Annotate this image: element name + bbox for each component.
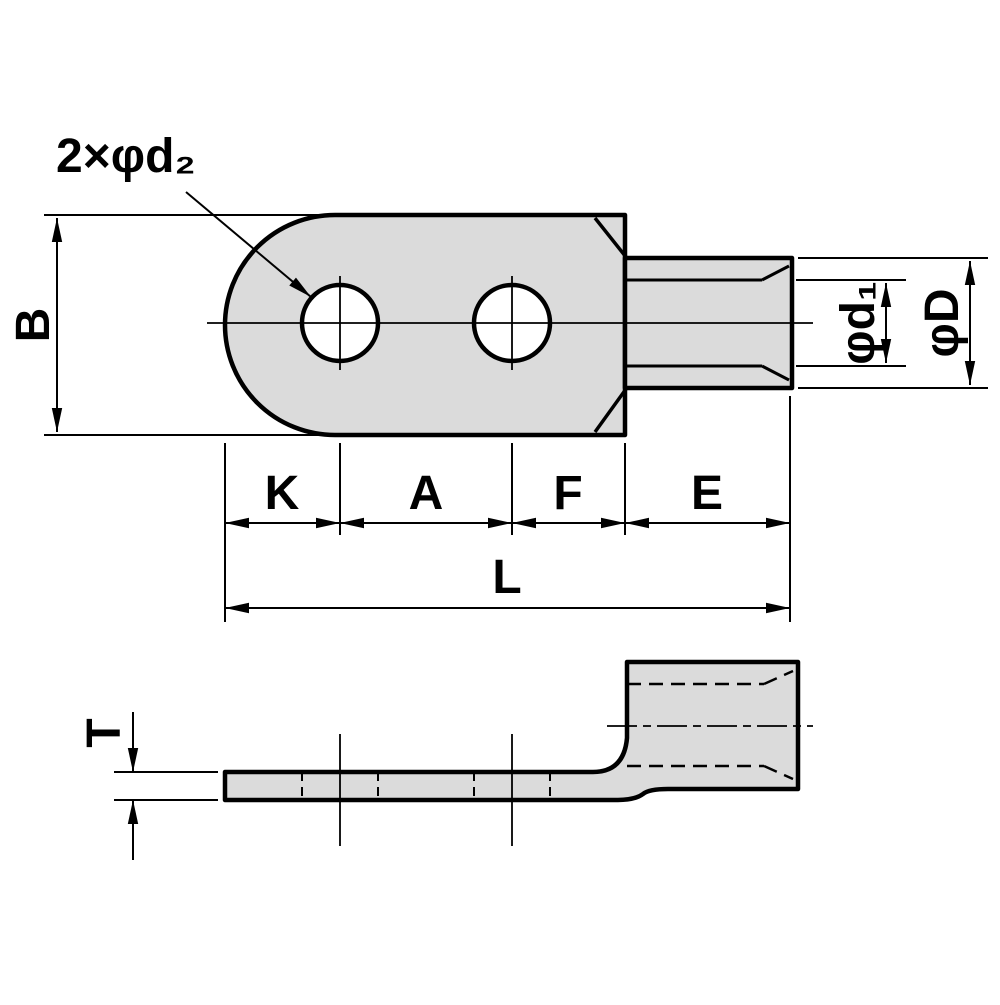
hidden-flare-bottom xyxy=(763,764,794,781)
hidden-flare-top xyxy=(763,669,794,686)
dim-label-B: B xyxy=(7,308,60,343)
dim-label-L: L xyxy=(492,551,521,604)
top-view-dimensions: B 2×φd₂ φD φd₁ K A F E L xyxy=(7,130,988,622)
dim-label-E: E xyxy=(691,467,723,520)
chamfer-edge-top xyxy=(593,216,628,259)
hole-callout-leader xyxy=(185,191,312,298)
dim-label-d1: φd₁ xyxy=(832,281,885,365)
dim-label-A: A xyxy=(409,467,444,520)
side-view xyxy=(222,659,813,846)
top-view xyxy=(207,212,813,438)
chamfer-edge-bottom xyxy=(593,387,628,434)
side-view-dimensions: T xyxy=(78,712,218,860)
tongue-pad-outline xyxy=(222,212,628,438)
flare-edge-top xyxy=(761,264,790,282)
dim-label-D: φD xyxy=(916,289,969,358)
dim-label-K: K xyxy=(265,467,300,520)
dim-label-F: F xyxy=(553,467,582,520)
flare-edge-bottom xyxy=(761,364,790,382)
hole-callout-label: 2×φd₂ xyxy=(56,130,196,183)
dim-label-T: T xyxy=(78,718,131,747)
